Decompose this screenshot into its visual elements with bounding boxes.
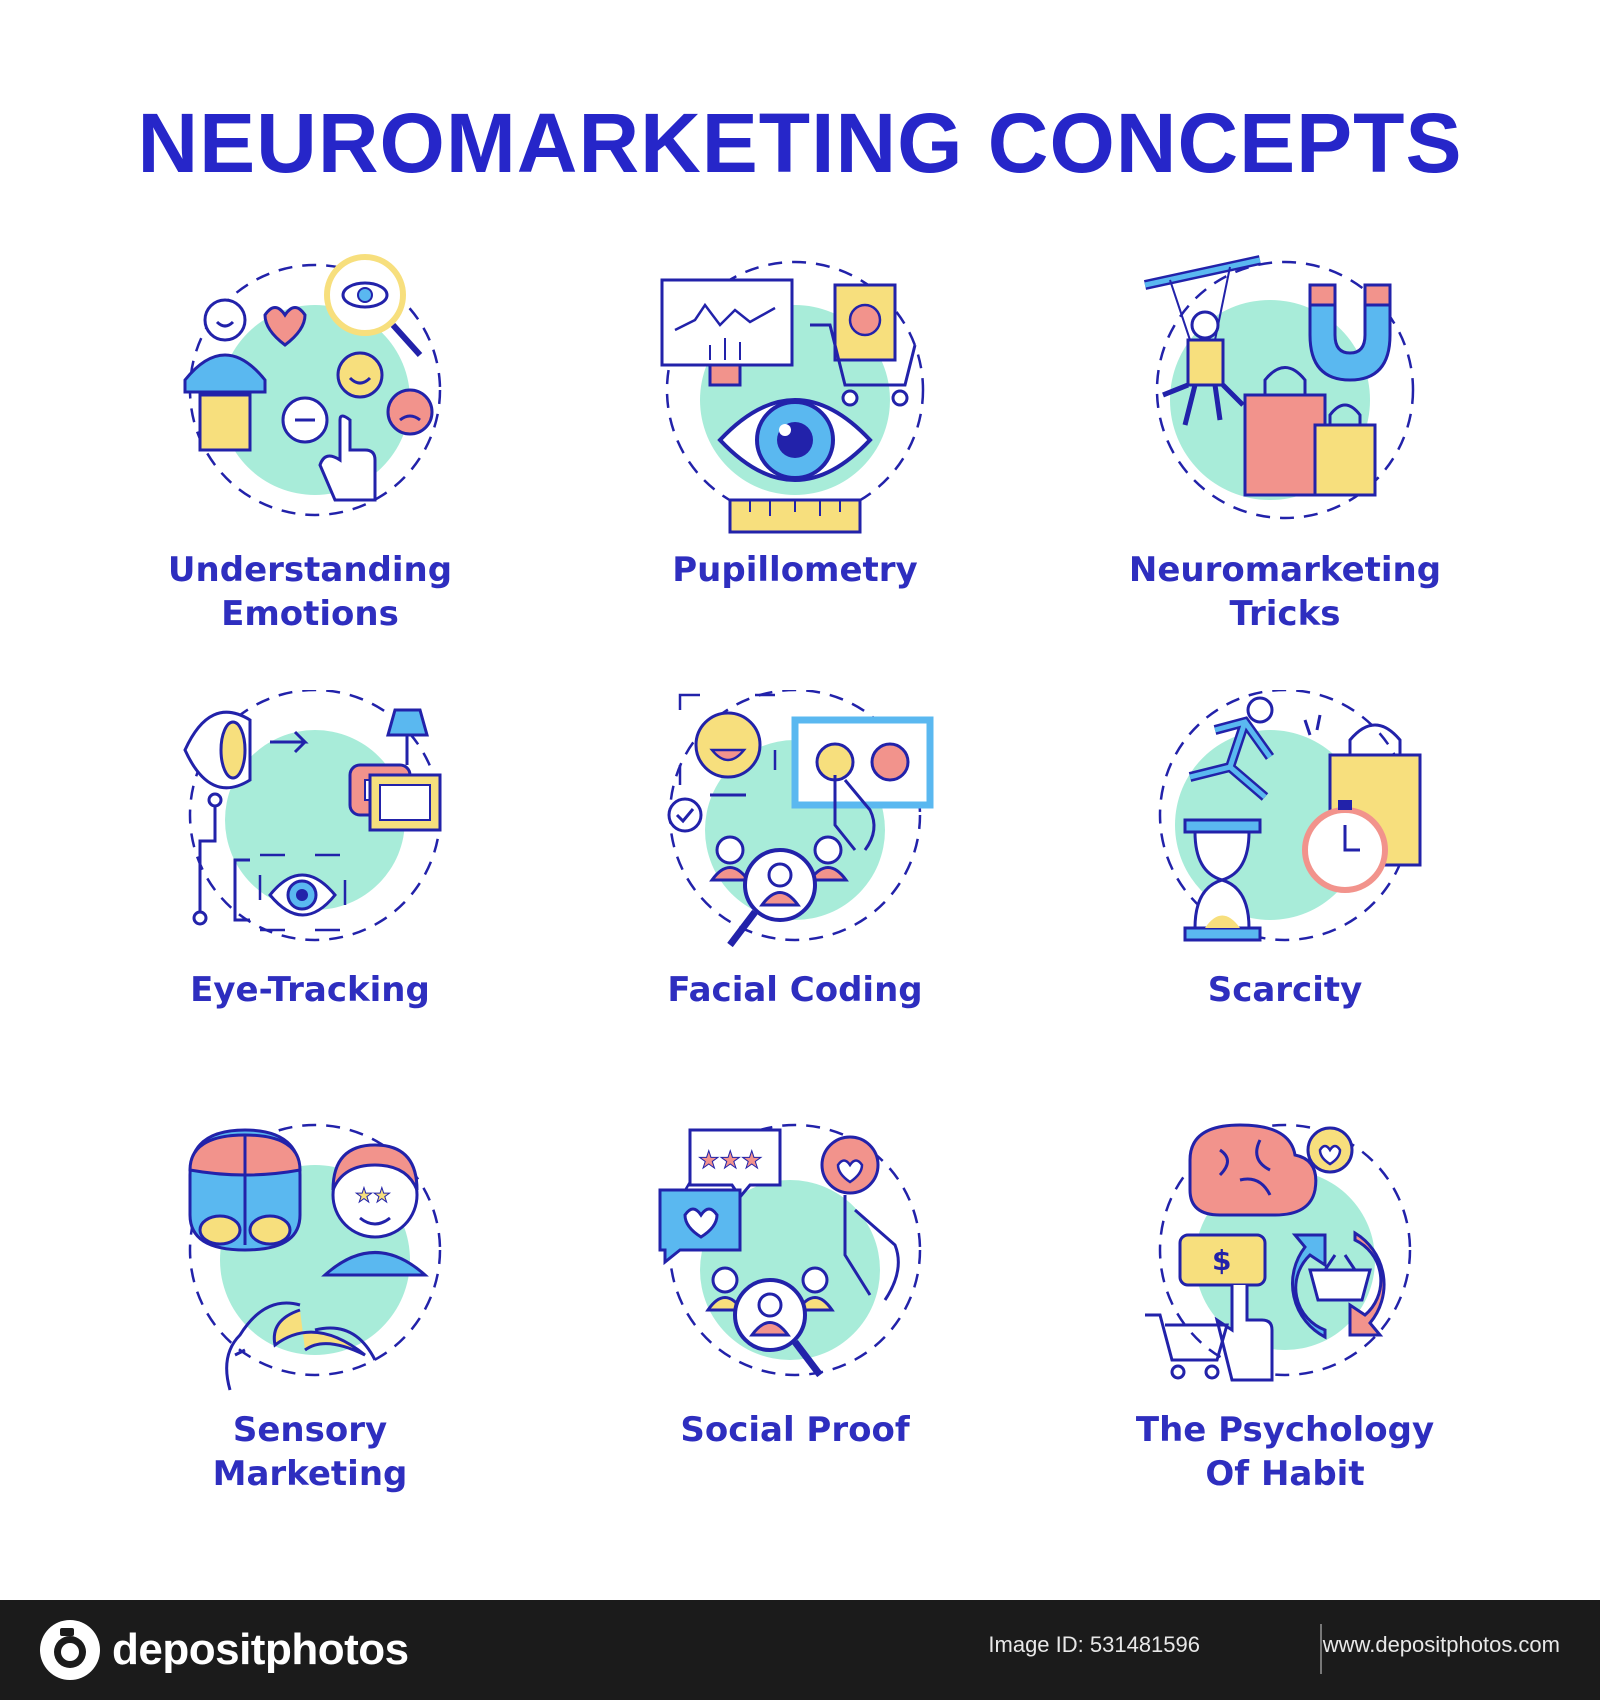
concept-label: Sensory Marketing xyxy=(212,1410,408,1494)
concept-label: Facial Coding xyxy=(667,970,923,1010)
footer-divider xyxy=(1320,1624,1322,1674)
habit-icon: $ xyxy=(1145,1123,1412,1382)
eye-tracking-icon xyxy=(183,690,442,942)
concept-label: Understanding Emotions xyxy=(167,550,453,634)
scarcity-icon xyxy=(1158,690,1422,942)
concept-label: Pupillometry xyxy=(672,550,918,590)
concept-neuromarketing-tricks: Neuromarketing Tricks xyxy=(1075,250,1495,636)
concept-psychology-of-habit: $ The Psychology Of Habit xyxy=(1075,1120,1495,1496)
concept-facial-coding: Facial Coding xyxy=(585,690,1005,1012)
brand-name: depositphotos xyxy=(112,1625,409,1674)
concept-label: The Psychology Of Habit xyxy=(1135,1410,1435,1494)
tricks-icon xyxy=(1143,255,1415,520)
concept-label: Eye-Tracking xyxy=(190,970,430,1010)
concept-sensory-marketing: ★★ Sensory Marketing xyxy=(100,1120,520,1496)
svg-text:$: $ xyxy=(1212,1244,1231,1277)
concept-pupillometry: Pupillometry xyxy=(585,250,1005,592)
pupillometry-icon xyxy=(660,260,925,534)
footer-bar: depositphotos Image ID: 531481596 www.de… xyxy=(0,1600,1600,1700)
svg-text:★★★: ★★★ xyxy=(698,1146,763,1174)
camera-icon xyxy=(40,1620,100,1680)
svg-text:★★: ★★ xyxy=(355,1183,391,1207)
page-title: NEUROMARKETING CONCEPTS xyxy=(137,96,1463,190)
emotions-icon xyxy=(183,254,442,517)
concept-scarcity: Scarcity xyxy=(1075,690,1495,1012)
concept-label: Scarcity xyxy=(1207,970,1363,1010)
sensory-icon: ★★ xyxy=(188,1123,442,1391)
facial-coding-icon xyxy=(667,690,934,948)
brand-logo[interactable]: depositphotos xyxy=(38,1618,409,1682)
social-proof-icon: ★★★ xyxy=(658,1123,922,1378)
concept-social-proof: ★★★ Social Proof xyxy=(585,1120,1005,1452)
concept-eye-tracking: Eye-Tracking xyxy=(100,690,520,1012)
image-id: Image ID: 531481596 xyxy=(988,1632,1200,1657)
website-link[interactable]: www.depositphotos.com xyxy=(1322,1632,1560,1657)
concept-grid: Understanding Emotions xyxy=(100,250,1495,1496)
concept-label: Neuromarketing Tricks xyxy=(1128,550,1442,634)
concept-label: Social Proof xyxy=(680,1410,910,1450)
concept-understanding-emotions: Understanding Emotions xyxy=(100,250,520,636)
